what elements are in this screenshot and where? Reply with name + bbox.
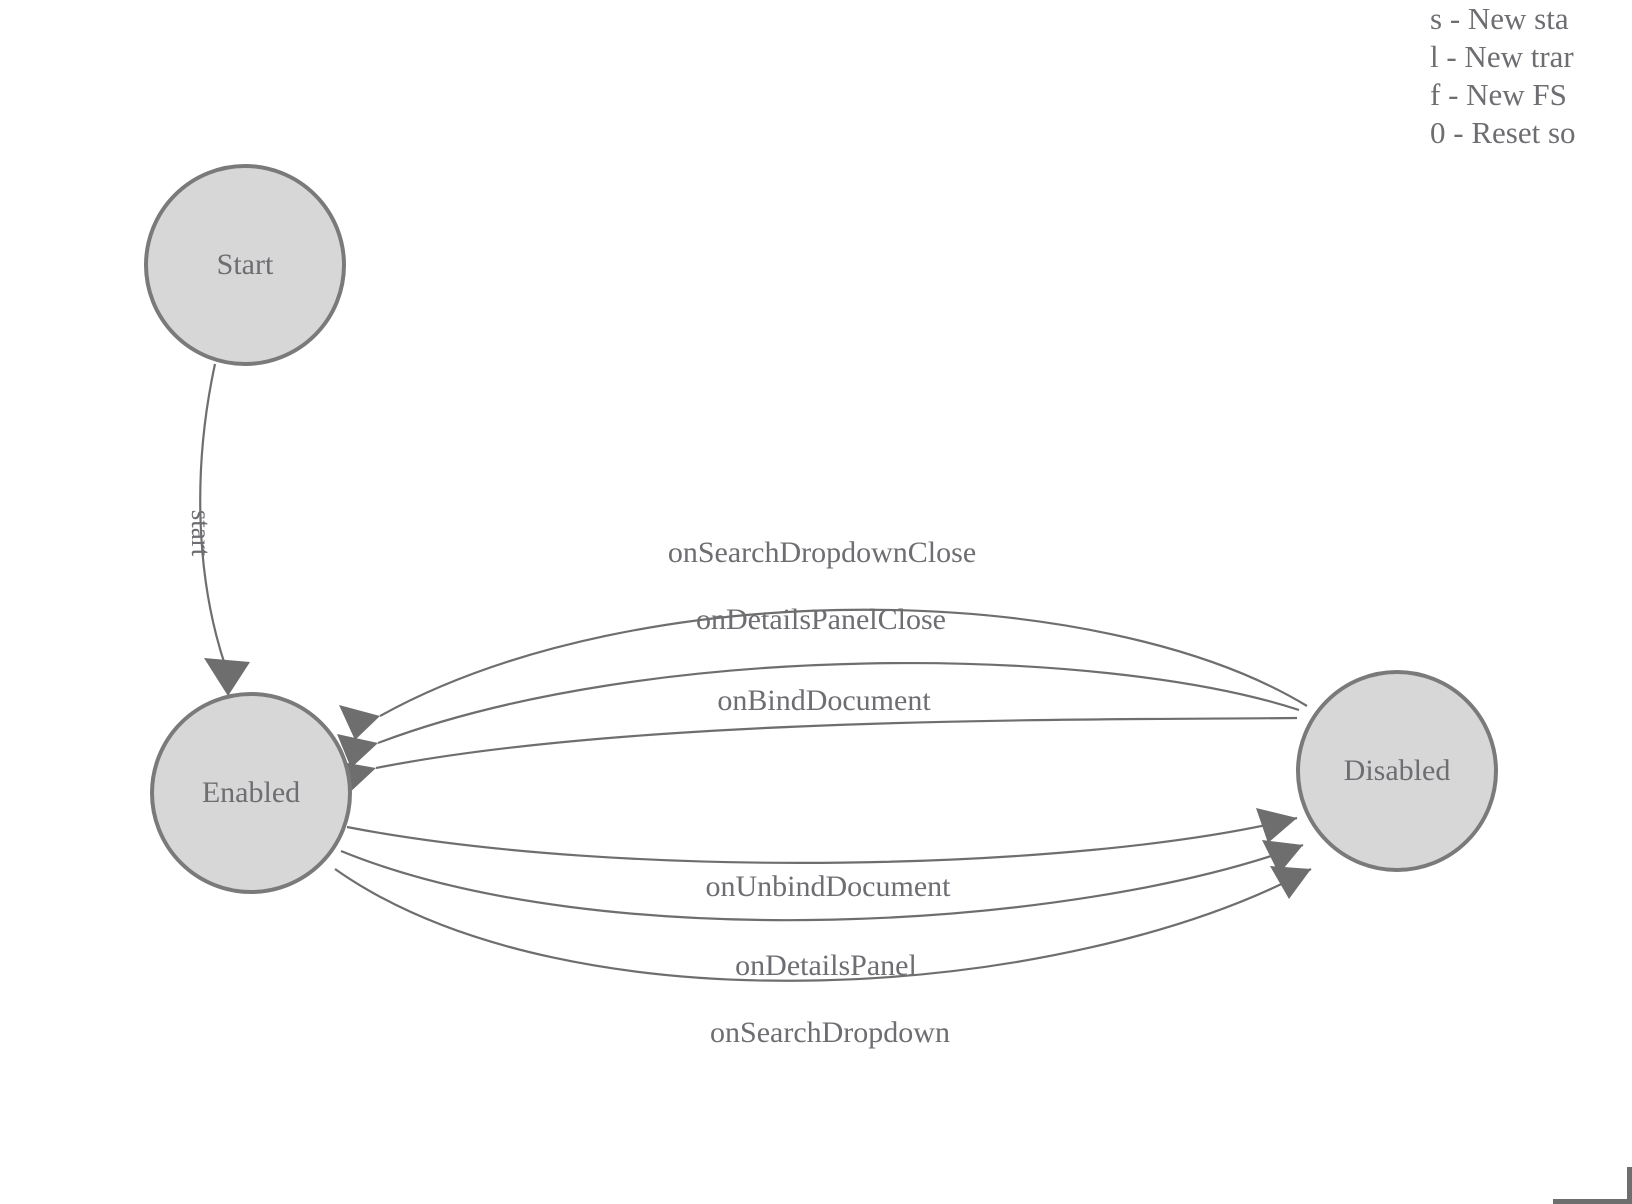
node-start-circle [144, 164, 346, 366]
node-enabled[interactable]: Enabled [150, 692, 352, 894]
edge-label-on-search-dropdown-close: onSearchDropdownClose [668, 536, 976, 569]
edge-path [346, 816, 1298, 864]
edge-path [199, 363, 228, 669]
edge-arrowhead [337, 734, 378, 768]
legend-line-new-state: s - New sta [1430, 1, 1569, 36]
node-enabled-circle [150, 692, 352, 894]
edge-on-details-panel-close[interactable] [337, 661, 1300, 768]
node-disabled-circle [1296, 670, 1498, 872]
edge-label-on-details-panel-close: onDetailsPanelClose [696, 603, 946, 636]
legend-line-new-fsm: f - New FS [1430, 77, 1567, 112]
node-disabled-label: Disabled [1344, 754, 1451, 787]
edge-arrowhead [339, 705, 380, 740]
node-start-label: Start [217, 248, 274, 281]
edge-start[interactable] [199, 363, 250, 696]
edge-on-unbind-document[interactable] [346, 808, 1298, 864]
edge-on-search-dropdown-close[interactable] [339, 608, 1308, 740]
edge-on-search-dropdown[interactable] [334, 866, 1312, 982]
edge-label-start: start [186, 510, 216, 557]
edge-path [375, 716, 1298, 770]
canvas-corner-handle[interactable] [1553, 1167, 1632, 1204]
edge-arrowhead [1262, 840, 1303, 874]
edge-label-on-unbind-document: onUnbindDocument [706, 870, 952, 903]
legend-line-reset: 0 - Reset so [1430, 115, 1576, 150]
edge-on-bind-document[interactable] [336, 716, 1298, 795]
edge-arrowhead [204, 658, 250, 696]
edge-arrowhead [1256, 808, 1297, 843]
keyboard-shortcut-legend: s - New sta l - New trar f - New FS 0 - … [1430, 0, 1632, 152]
edge-on-details-panel[interactable] [340, 840, 1304, 922]
edge-path [340, 843, 1304, 922]
edge-label-on-search-dropdown: onSearchDropdown [710, 1016, 950, 1049]
edge-arrowhead [1270, 866, 1311, 899]
edge-path [334, 868, 1312, 982]
node-start[interactable]: Start [144, 164, 346, 366]
node-enabled-label: Enabled [202, 776, 300, 809]
edge-path [379, 608, 1308, 717]
edge-path [377, 661, 1300, 745]
node-disabled[interactable]: Disabled [1296, 670, 1498, 872]
legend-line-new-transition: l - New trar [1430, 39, 1574, 74]
edge-label-on-bind-document: onBindDocument [717, 684, 931, 717]
edge-label-on-details-panel: onDetailsPanel [735, 949, 917, 982]
